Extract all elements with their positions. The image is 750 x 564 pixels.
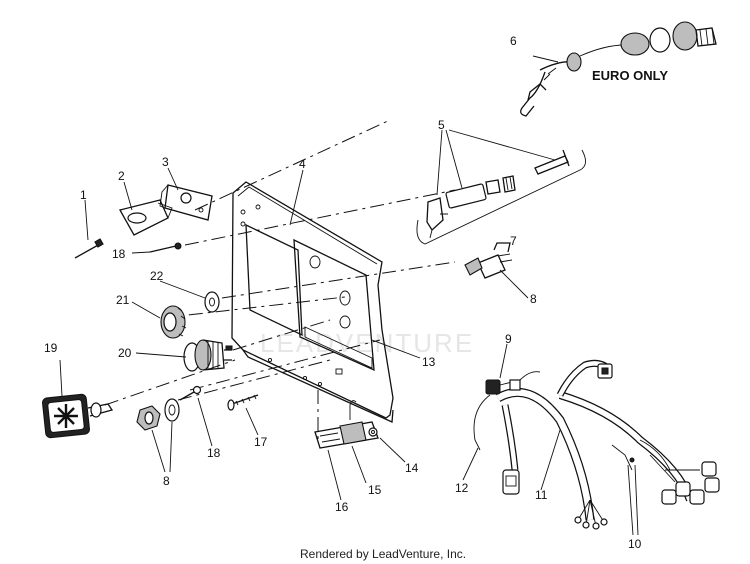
callout-7: 7 (510, 234, 517, 248)
part-19-key (42, 393, 114, 439)
leader-lines (59, 55, 639, 536)
callout-21: 21 (116, 293, 130, 307)
part-21-ring-nut (160, 305, 187, 339)
part-3-plate (159, 184, 213, 221)
callout-14: 14 (405, 461, 419, 475)
part-17-screw (227, 394, 259, 411)
callout-18-upper: 18 (112, 247, 126, 261)
part-18-screw-upper (149, 242, 182, 253)
callout-22: 22 (150, 269, 164, 283)
callout-8-toggle: 8 (530, 292, 537, 306)
callout-19: 19 (44, 341, 58, 355)
footer-credit: Rendered by LeadVenture, Inc. (300, 547, 466, 561)
callout-15: 15 (368, 483, 382, 497)
part-6-euro-switch (520, 21, 717, 117)
watermark-text: LEADVENTURE (260, 328, 474, 358)
callout-16: 16 (335, 500, 349, 514)
callout-5: 5 (438, 118, 445, 132)
part-8-nut-washer (136, 398, 180, 431)
euro-only-label: EURO ONLY (592, 68, 668, 83)
callout-3: 3 (162, 155, 169, 169)
callout-10: 10 (628, 537, 642, 551)
part-14-nut (368, 427, 378, 437)
callout-9: 9 (505, 332, 512, 346)
callout-6: 6 (510, 34, 517, 48)
callout-2: 2 (118, 169, 125, 183)
assembly-centerlines (104, 119, 456, 440)
callout-11: 11 (535, 488, 548, 502)
instrument-panel (231, 181, 394, 423)
callout-1: 1 (80, 188, 87, 202)
callout-13: 13 (422, 355, 436, 369)
part-1-pin (74, 238, 104, 259)
callout-labels: 1 2 3 4 5 6 7 8 8 9 10 11 12 13 14 15 16… (44, 34, 642, 551)
callout-4: 4 (299, 157, 306, 171)
callout-12: 12 (455, 481, 469, 495)
part-18-screw-lower (179, 385, 202, 401)
part-22-washer (204, 291, 220, 313)
callout-18-lower: 18 (207, 446, 221, 460)
part-2-bracket (119, 199, 173, 236)
callout-20: 20 (118, 346, 132, 360)
callout-17: 17 (254, 435, 268, 449)
part-8-toggle-switch (464, 242, 513, 279)
callout-8-nut: 8 (163, 474, 170, 488)
part-15-16-bracket (314, 400, 379, 449)
part-20-ignition-switch (183, 339, 233, 372)
part-5-7-switch-assembly (416, 149, 586, 245)
part-9-12-wiring-harness (473, 359, 720, 530)
